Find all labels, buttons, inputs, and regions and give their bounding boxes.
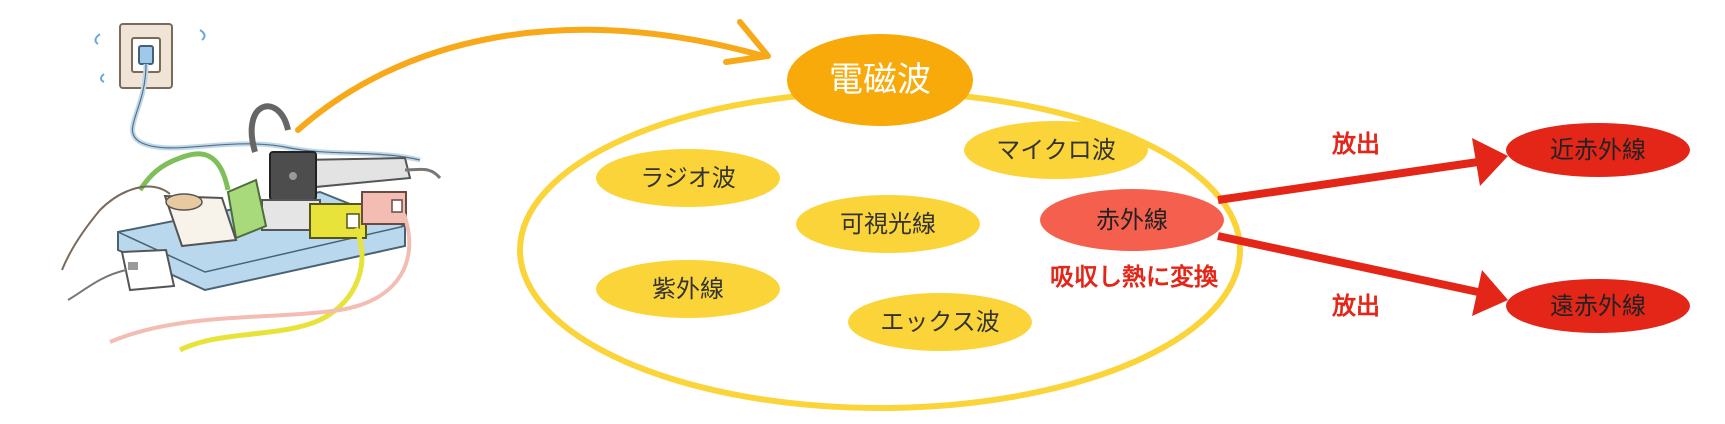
node-far-infrared: 遠赤外線 bbox=[1506, 279, 1690, 333]
wall-outlet-icon bbox=[94, 23, 206, 89]
white-plug-icon bbox=[61, 185, 238, 271]
white-adapter-icon bbox=[67, 248, 176, 301]
node-near-infrared-label: 近赤外線 bbox=[1550, 136, 1646, 164]
node-xray: エックス波 bbox=[848, 293, 1032, 351]
emit-arrow-lower bbox=[1217, 232, 1508, 316]
node-ultraviolet: 紫外線 bbox=[596, 260, 780, 318]
source-arrow bbox=[295, 26, 763, 133]
pink-plug-icon bbox=[109, 191, 412, 344]
center-node: 電磁波 bbox=[787, 34, 973, 126]
source-arrow-head bbox=[723, 19, 771, 65]
node-radio-wave: ラジオ波 bbox=[596, 149, 780, 207]
emit-label-lower: 放出 bbox=[1331, 292, 1380, 320]
node-microwave: マイクロ波 bbox=[964, 121, 1148, 179]
node-microwave-label: マイクロ波 bbox=[996, 136, 1116, 164]
node-far-infrared-label: 遠赤外線 bbox=[1550, 292, 1646, 320]
absorb-note: 吸収し熱に変換 bbox=[1050, 263, 1219, 291]
emit-arrow-upper bbox=[1217, 138, 1508, 204]
power-strip-illustration bbox=[61, 23, 442, 353]
black-plug-icon bbox=[248, 103, 317, 201]
node-infrared: 赤外線 bbox=[1040, 189, 1224, 251]
node-xray-label: エックス波 bbox=[880, 308, 999, 336]
node-infrared-label: 赤外線 bbox=[1096, 206, 1168, 234]
yellow-plug-icon bbox=[178, 203, 367, 353]
node-radio-wave-label: ラジオ波 bbox=[640, 164, 736, 192]
node-near-infrared: 近赤外線 bbox=[1506, 123, 1690, 177]
center-node-label: 電磁波 bbox=[829, 60, 931, 100]
node-visible-light-label: 可視光線 bbox=[840, 210, 936, 238]
emit-label-upper: 放出 bbox=[1331, 130, 1380, 158]
node-ultraviolet-label: 紫外線 bbox=[652, 275, 724, 303]
node-visible-light: 可視光線 bbox=[796, 195, 980, 253]
green-plug-icon bbox=[137, 151, 268, 240]
